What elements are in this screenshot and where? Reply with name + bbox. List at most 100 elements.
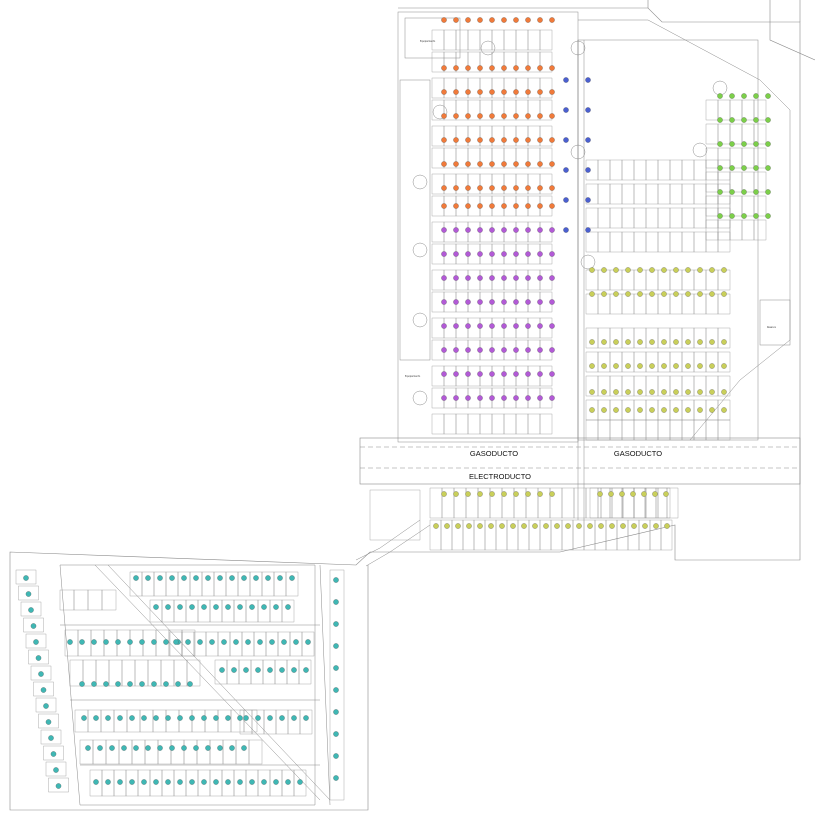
lot-cell	[221, 599, 235, 623]
lot-marker	[537, 323, 543, 329]
lot-marker	[537, 491, 543, 497]
lot-marker	[721, 291, 727, 297]
lot-marker	[501, 275, 507, 281]
lot-marker	[293, 639, 299, 645]
lot-cell	[479, 125, 493, 147]
lot-marker	[81, 715, 87, 721]
lot-cell	[118, 739, 133, 765]
lot-cell	[73, 589, 89, 611]
lot-cell	[705, 207, 719, 229]
lot-marker	[585, 137, 591, 143]
frontage-lot	[15, 569, 37, 585]
lot-cell	[539, 413, 553, 435]
lot-cell	[609, 327, 623, 349]
lot-cell	[645, 351, 659, 373]
lot-cell	[609, 231, 623, 253]
lot-cell	[609, 293, 623, 315]
lot-cell	[729, 219, 743, 241]
lot-marker	[649, 291, 655, 297]
lot-marker	[219, 667, 225, 673]
lot-marker	[453, 275, 459, 281]
corner-lot-block	[369, 489, 421, 541]
lot-marker	[549, 89, 555, 95]
lot-cell	[741, 171, 755, 193]
lot-cell	[609, 269, 623, 291]
lot-marker	[537, 251, 543, 257]
lot-marker	[501, 17, 507, 23]
lot-marker	[465, 323, 471, 329]
lot-marker	[233, 639, 239, 645]
lot-cell	[503, 173, 517, 195]
lot-marker	[477, 371, 483, 377]
lot-marker	[501, 185, 507, 191]
frontage-lot	[18, 585, 39, 601]
lot-cell	[209, 599, 223, 623]
frontage-lot	[48, 777, 69, 793]
lot-marker	[201, 604, 207, 610]
cul-de-sac	[412, 312, 428, 328]
lot-cell	[753, 99, 767, 121]
lot-marker	[265, 575, 271, 581]
lot-marker	[549, 347, 555, 353]
lot-marker	[537, 227, 543, 233]
lot-marker	[765, 93, 771, 99]
frontage-lot	[40, 729, 62, 745]
lot-marker	[765, 141, 771, 147]
lot-marker	[501, 203, 507, 209]
lot-marker	[243, 715, 249, 721]
lot-cell	[467, 125, 481, 147]
lot-marker	[43, 703, 49, 709]
lot-cell	[79, 739, 94, 765]
lot-marker	[489, 227, 495, 233]
lot-cell	[204, 709, 219, 733]
lot-marker	[333, 621, 339, 627]
lot-cell	[527, 413, 541, 435]
lot-marker	[441, 89, 447, 95]
power-line-label: ELECTRODUCTO	[469, 472, 531, 481]
lot-cell	[585, 351, 599, 373]
lot-marker	[729, 117, 735, 123]
lot-marker	[477, 251, 483, 257]
lot-marker	[563, 167, 569, 173]
lot-cell	[717, 147, 731, 169]
lot-marker	[513, 17, 519, 23]
lot-marker	[625, 291, 631, 297]
lot-marker	[753, 117, 759, 123]
lot-cell	[705, 147, 719, 169]
lot-marker	[221, 639, 227, 645]
lot-cell	[191, 709, 206, 733]
lot-marker	[620, 523, 626, 529]
lot-cell	[621, 269, 635, 291]
lot-cell	[131, 739, 146, 765]
frontage-lot	[38, 713, 59, 729]
lot-marker	[673, 267, 679, 273]
lot-cell	[729, 147, 743, 169]
lot-marker	[489, 395, 495, 401]
lot-cell	[717, 269, 731, 291]
lot-marker	[213, 604, 219, 610]
lot-marker	[85, 745, 91, 751]
lot-marker	[537, 89, 543, 95]
left-frontage-strip	[399, 79, 431, 361]
lot-marker	[589, 339, 595, 345]
lot-cell	[257, 599, 271, 623]
reserve-block-label: Reserva	[767, 326, 776, 329]
lot-marker	[237, 604, 243, 610]
lot-marker	[217, 575, 223, 581]
lot-marker	[501, 491, 507, 497]
lot-cell	[741, 123, 755, 145]
lot-cell	[633, 351, 647, 373]
lot-marker	[105, 779, 111, 785]
lot-cell	[681, 351, 695, 373]
lot-marker	[525, 161, 531, 167]
lot-marker	[501, 251, 507, 257]
lot-marker	[225, 715, 231, 721]
lot-marker	[685, 339, 691, 345]
lot-marker	[613, 339, 619, 345]
lot-cell	[681, 327, 695, 349]
frontage-lot	[45, 761, 67, 777]
lot-marker	[501, 347, 507, 353]
lot-marker	[513, 203, 519, 209]
lot-marker	[501, 323, 507, 329]
lot-marker	[97, 745, 103, 751]
